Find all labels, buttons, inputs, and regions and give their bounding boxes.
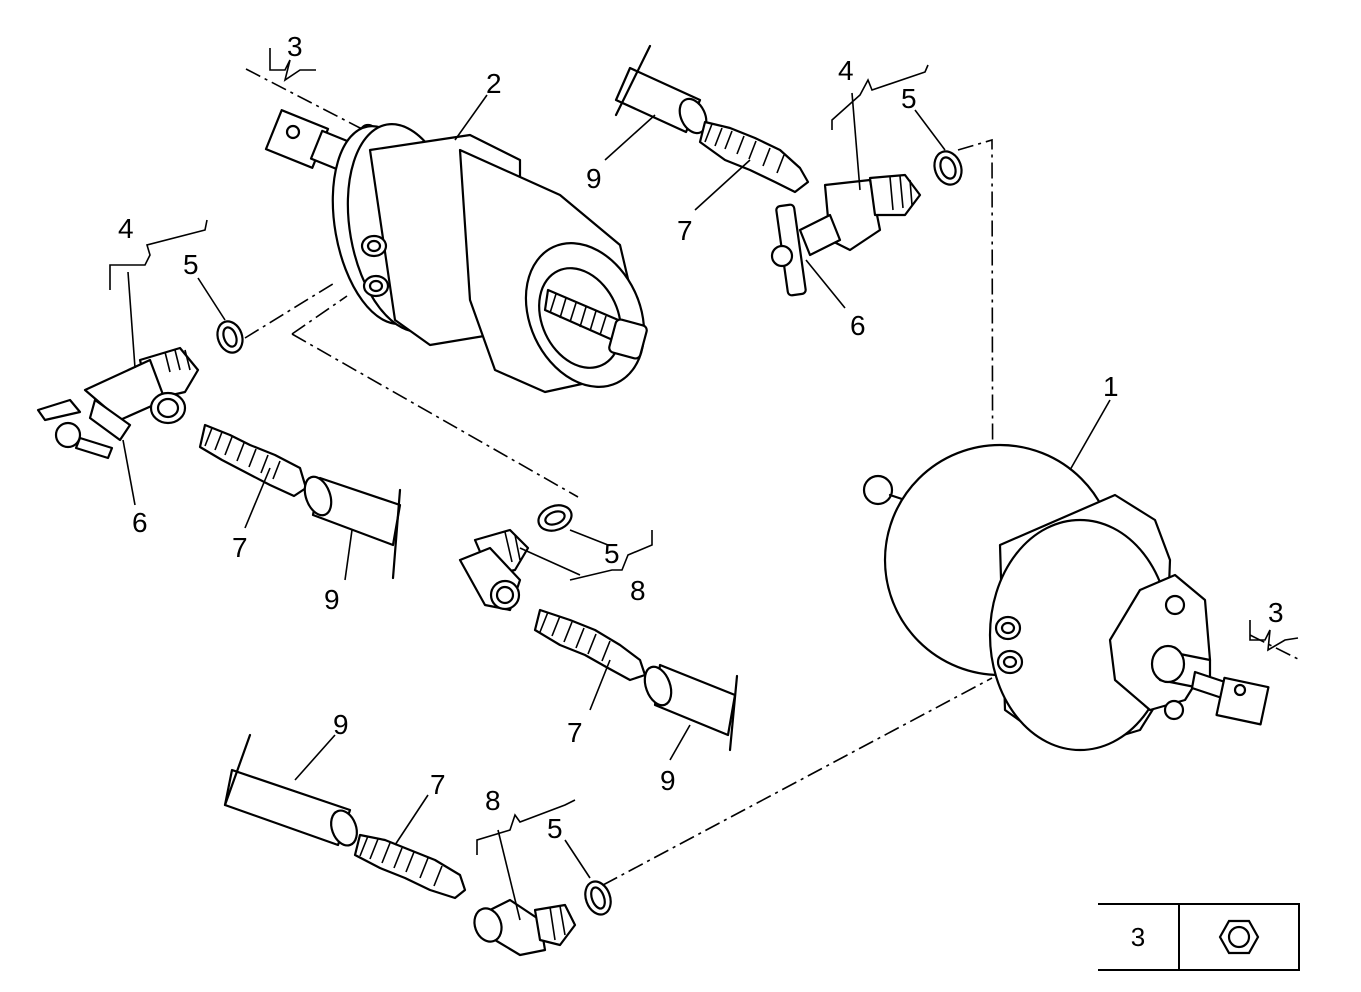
legend-table: 3 <box>1098 903 1300 971</box>
callout-5-left: 5 <box>183 249 199 280</box>
callout-7-bottom: 7 <box>430 769 446 800</box>
bottom-fitting-group <box>223 733 612 957</box>
callout-5-mid: 5 <box>604 538 620 569</box>
callout-9-bottom: 9 <box>333 709 349 740</box>
callout-5-bottom: 5 <box>547 813 563 844</box>
callout-9-top: 9 <box>586 163 602 194</box>
left-fitting-group <box>36 320 402 580</box>
hex-nut-icon <box>1180 905 1298 969</box>
assembly-lines <box>244 68 1301 886</box>
leader-lines <box>109 48 1299 921</box>
callout-1: 1 <box>1103 371 1119 402</box>
callout-9-left: 9 <box>324 584 340 615</box>
callout-6-left: 6 <box>132 507 148 538</box>
callout-8-mid: 8 <box>630 575 646 606</box>
brake-chamber-1 <box>862 443 1270 752</box>
callout-9-mid: 9 <box>660 765 676 796</box>
callout-4-left: 4 <box>118 213 134 244</box>
callout-labels: 1 2 3 3 4 4 5 5 5 5 6 6 7 7 7 7 8 8 9 9 … <box>118 31 1284 844</box>
callout-6-top: 6 <box>850 310 866 341</box>
middle-fitting-group <box>458 504 739 752</box>
brake-chamber-2 <box>264 109 648 394</box>
callout-3-top: 3 <box>287 31 303 62</box>
top-fitting-group <box>614 44 963 297</box>
legend-item-number: 3 <box>1130 921 1146 952</box>
callout-7-top: 7 <box>677 215 693 246</box>
callout-8-bottom: 8 <box>485 785 501 816</box>
callout-3-right: 3 <box>1268 597 1284 628</box>
legend-divider <box>1178 905 1180 969</box>
callout-5-top: 5 <box>901 83 917 114</box>
callout-2: 2 <box>486 68 502 99</box>
callout-4-top: 4 <box>838 55 854 86</box>
callout-7-mid: 7 <box>567 717 583 748</box>
callout-7-left: 7 <box>232 532 248 563</box>
